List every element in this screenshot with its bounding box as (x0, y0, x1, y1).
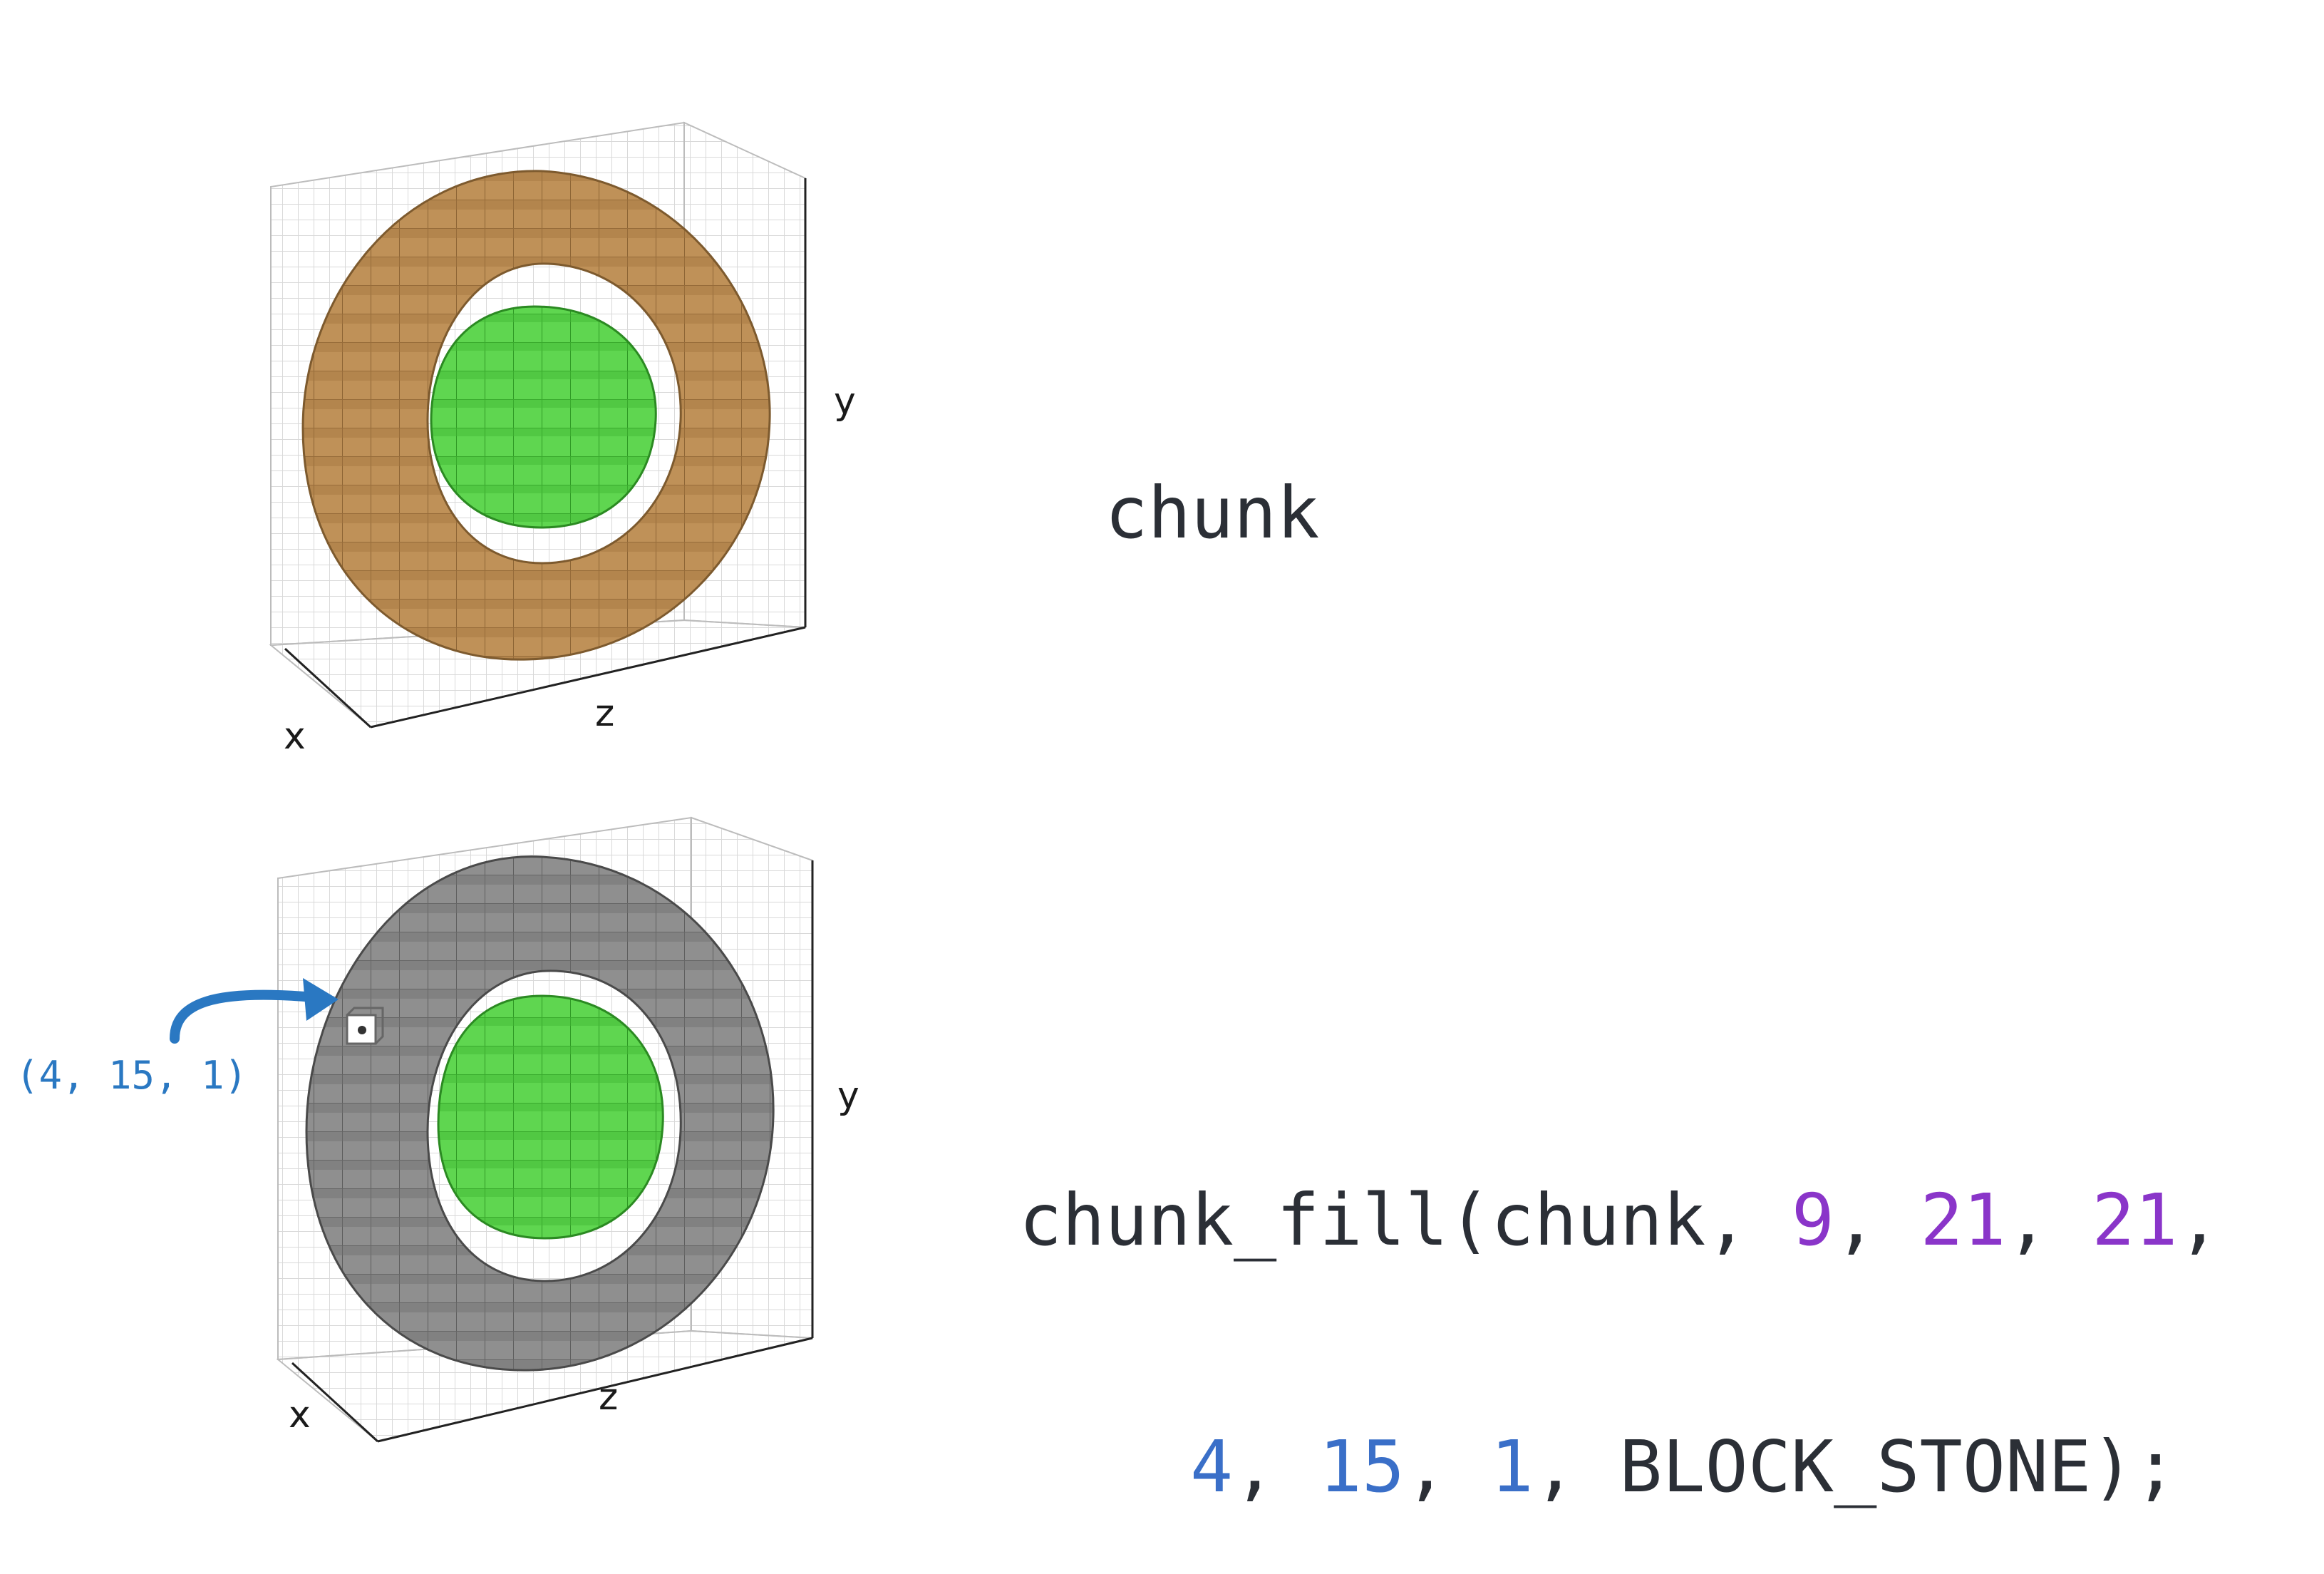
code-block-type: , BLOCK_STONE); (1533, 1425, 2177, 1508)
z-axis-label: z (599, 1376, 618, 1419)
z-axis-line (377, 1337, 813, 1443)
code-arg-1: 1 (1490, 1425, 1534, 1508)
code-arg-9: 9 (1791, 1178, 1834, 1262)
arrow-head-icon (303, 978, 339, 1021)
chunk-fill-call: chunk_fill(chunk, 9, 21, 21, 4, 15, 1, B… (1019, 1042, 2221, 1574)
highlighted-block (346, 1007, 384, 1045)
torus-voxels (305, 855, 775, 1372)
bottom-voxel-plot: (4, 15, 1) y z x (0, 761, 926, 1521)
code-fn: chunk_fill(chunk, (1019, 1178, 1792, 1262)
code-arg-21: 21 (2092, 1178, 2178, 1262)
code-sep: , (1233, 1425, 1319, 1508)
code-sep: , (2177, 1178, 2221, 1262)
chunk-label: chunk (1105, 471, 1320, 555)
z-axis-label: z (595, 692, 614, 735)
code-line-1: chunk_fill(chunk, 9, 21, 21, (1019, 1185, 2221, 1256)
top-voxel-svg: y z x (269, 121, 856, 758)
code-line-2: 4, 15, 1, BLOCK_STONE); (1019, 1431, 2221, 1503)
coordinate-annotation: (4, 15, 1) (16, 1053, 247, 1098)
torus-voxels (301, 170, 771, 661)
x-axis-label: x (289, 1394, 311, 1436)
y-axis-label: y (834, 380, 856, 423)
code-arg-4: 4 (1190, 1425, 1234, 1508)
code-arg-15: 15 (1318, 1425, 1405, 1508)
top-voxel-plot: y z x (0, 0, 926, 761)
z-axis-line (370, 626, 806, 729)
y-axis-label: y (837, 1074, 859, 1117)
code-sep: , (1834, 1178, 1921, 1262)
sphere-voxels (430, 305, 657, 529)
x-axis-label: x (284, 715, 306, 758)
sphere-voxels (437, 994, 664, 1240)
top-code-label: chunk (1019, 406, 1319, 549)
code-sep: , (1405, 1425, 1491, 1508)
x-axis-line (291, 1362, 379, 1443)
code-arg-21: 21 (1920, 1178, 2006, 1262)
bottom-voxel-svg: (4, 15, 1) y z x (16, 816, 859, 1443)
x-axis-line (284, 647, 372, 729)
code-sep: , (2005, 1178, 2092, 1262)
annotation-arrow (170, 989, 319, 1044)
